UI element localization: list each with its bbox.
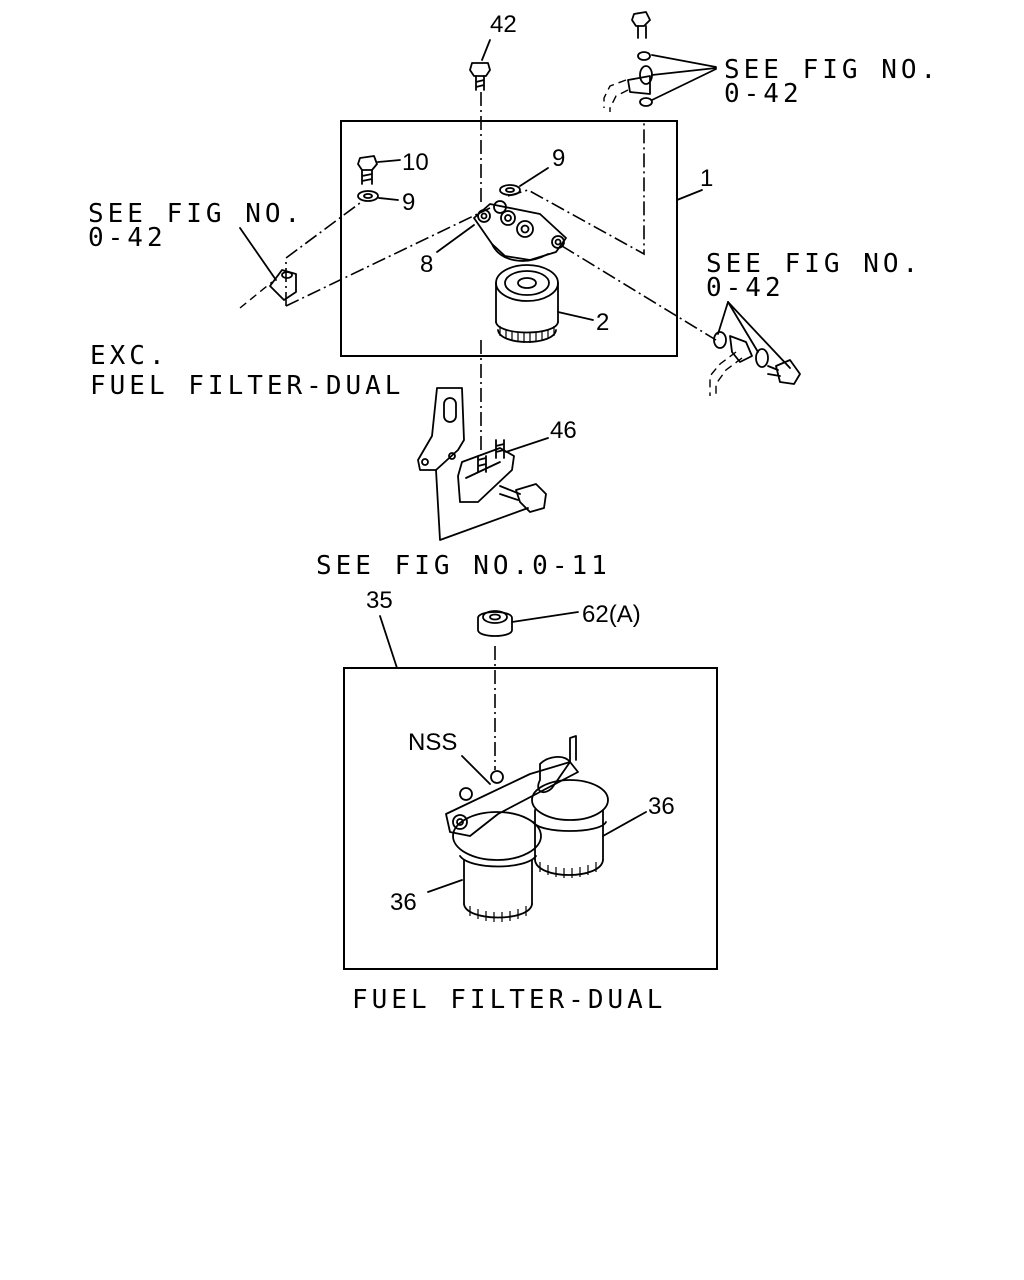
ref-top-right-line2: 0-42 — [724, 79, 803, 109]
frame-leader-1 — [676, 189, 703, 201]
section-label-upper-line2: FUEL FILTER-DUAL — [90, 371, 404, 401]
upper-assembly — [239, 11, 801, 541]
filter-head-8-icon — [436, 200, 567, 262]
part-number-36-left: 36 — [390, 889, 417, 916]
leader-bolt9-to-head — [507, 120, 645, 256]
section-label-upper-line1: EXC. — [90, 341, 169, 371]
frame-leader-35 — [379, 615, 398, 669]
bolt-10-icon — [357, 155, 401, 185]
leader-right-pipe — [561, 245, 717, 341]
part-number-10: 10 — [402, 149, 429, 176]
part-number-9-left: 9 — [402, 189, 415, 216]
nut-62a-icon — [477, 610, 579, 637]
part-number-36-right: 36 — [648, 793, 675, 820]
bolt-42-icon — [469, 39, 491, 91]
ref-right-line1: SEE FIG NO. — [706, 249, 922, 279]
filter-cartridge-2-icon — [495, 264, 594, 343]
ref-right-line2: 0-42 — [706, 273, 785, 303]
ref-bracket: SEE FIG NO.0-11 — [316, 551, 611, 581]
leader-left-pipe-b — [285, 199, 365, 306]
ref-left-line1: SEE FIG NO. — [88, 199, 304, 229]
ref-left-line2: 0-42 — [88, 223, 167, 253]
part-number-2: 2 — [596, 309, 609, 336]
lower-assembly-frame — [343, 667, 718, 970]
part-number-9-head: 9 — [552, 145, 565, 172]
filter-bowl-36-right-icon — [531, 779, 647, 878]
part-number-1: 1 — [700, 165, 713, 192]
ref-top-right-line1: SEE FIG NO. — [724, 55, 940, 85]
washer-9-left-icon — [357, 190, 399, 202]
left-pipe-joint-icon — [239, 227, 297, 309]
part-number-8: 8 — [420, 251, 433, 278]
top-right-pipe-joint-icon — [603, 11, 717, 112]
filter-bowl-36-left-icon — [427, 811, 542, 922]
part-number-46: 46 — [550, 417, 577, 444]
bracket-46-icon — [417, 387, 549, 541]
upper-assembly-frame — [340, 120, 678, 357]
lower-assembly — [343, 610, 718, 970]
washer-9-head-icon — [499, 167, 549, 196]
leader-left-pipe — [285, 207, 491, 307]
section-label-lower: FUEL FILTER-DUAL — [352, 985, 666, 1015]
part-number-42: 42 — [490, 11, 517, 38]
labels: 42 10 9 9 1 8 2 46 35 62(A) NSS 36 36 SE… — [88, 11, 940, 1015]
part-number-35: 35 — [366, 587, 393, 614]
part-number-62a: 62(A) — [582, 601, 641, 628]
right-pipe-joint-icon — [709, 301, 801, 396]
part-number-nss: NSS — [408, 729, 457, 756]
dual-filter-head-icon — [445, 735, 579, 837]
